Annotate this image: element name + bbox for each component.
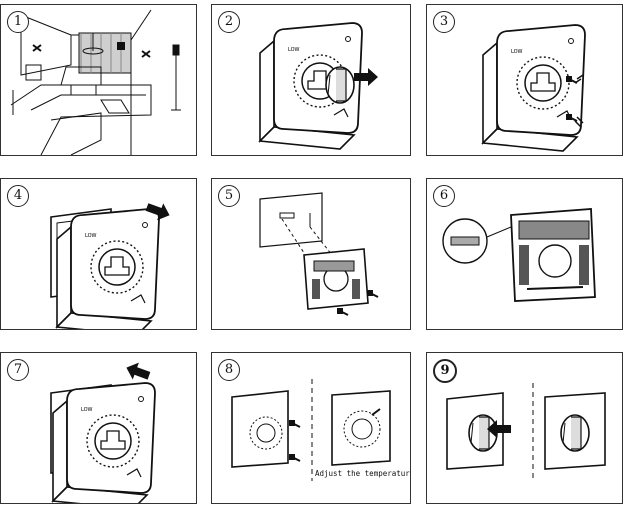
wall-mount-illustration — [259, 192, 379, 316]
separate-cover-illustration — [50, 198, 173, 329]
step-number: 1 — [7, 11, 29, 33]
step-panel-5: 5 — [211, 178, 411, 330]
step-number: 2 — [218, 11, 240, 33]
wiring-detail-illustration — [442, 208, 596, 302]
remove-knob-illustration — [259, 22, 378, 150]
step-number: 8 — [218, 359, 240, 381]
step-caption: Adjust the temperature range — [315, 469, 411, 478]
step-number: 4 — [7, 185, 29, 207]
step-panel-2: 2 — [211, 4, 411, 156]
step-number: 3 — [433, 11, 455, 33]
remove-screws-illustration — [482, 24, 586, 152]
step-number: 7 — [7, 359, 29, 381]
step-panel-7: 7 — [0, 352, 197, 504]
step-number: 5 — [218, 185, 240, 207]
step-panel-1: 1 — [0, 4, 197, 156]
step-panel-4: 4 — [0, 178, 197, 330]
step-number: 9 — [433, 359, 457, 383]
room-illustration — [10, 9, 181, 155]
step-panel-8: 8 Adjust the temperature range — [211, 352, 411, 504]
step-panel-6: 6 — [426, 178, 623, 330]
step-panel-3: 3 — [426, 4, 623, 156]
reattach-cover-illustration — [50, 359, 156, 503]
step-number: 6 — [433, 185, 455, 207]
attach-knob-illustration — [446, 383, 606, 481]
adjust-range-illustration — [231, 379, 391, 481]
step-panel-9: 9 — [426, 352, 623, 504]
